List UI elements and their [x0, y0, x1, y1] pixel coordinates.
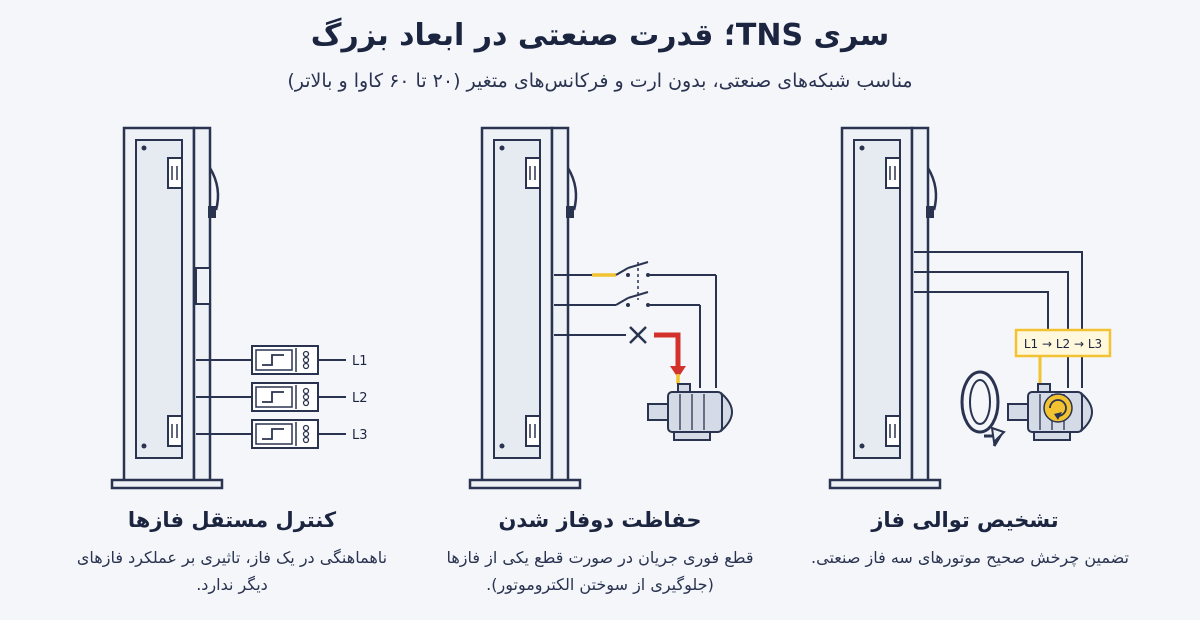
panel-title-phase-sequence: تشخیص توالی فاز [871, 508, 1059, 532]
rotation-arrow-icon [960, 370, 1006, 447]
diagram-canvas: L1 L2 L3 [110, 126, 1112, 490]
page-subtitle: مناسب شبکه‌های صنعتی، بدون ارت و فرکانس‌… [287, 70, 913, 92]
panel-right-diagram: L1 → L2 → L3 [828, 126, 1112, 490]
panel-middle-diagram [468, 126, 733, 490]
panel-title-phase-control: کنترل مستقل فازها [127, 508, 337, 532]
phase-sequence-box [1014, 328, 1112, 358]
phase-label-l2: L2 [352, 391, 368, 406]
side-box [195, 267, 211, 305]
switch-contact-2 [615, 297, 629, 306]
phase-relay-l1 [251, 345, 319, 375]
fault-arrow [654, 332, 681, 368]
phase-relay-l3 [251, 419, 319, 449]
rotation-indicator-icon [1043, 393, 1073, 423]
switch-contact-1 [615, 267, 629, 276]
phase-label-l1: L1 [352, 354, 368, 369]
page-title: سری TNS؛ قدرت صنعتی در ابعاد بزرگ [310, 18, 890, 53]
panel-desc-phase-control: ناهماهنگی در یک فاز، تاثیری بر عملکرد فا… [76, 548, 388, 594]
phase-label-l3: L3 [352, 428, 368, 443]
motor-middle [647, 383, 733, 441]
panel-title-two-phase: حفاظت دوفاز شدن [498, 508, 702, 532]
panel-left-diagram: L1 L2 L3 [110, 126, 368, 490]
phase-relay-l2 [251, 382, 319, 412]
phase-sequence-label: L1 → L2 → L3 [1024, 337, 1102, 351]
panel-desc-two-phase: قطع فوری جریان در صورت قطع یکی از فازها … [446, 548, 754, 594]
cabinet-middle [468, 126, 582, 490]
cabinet-right [828, 126, 942, 490]
panel-desc-phase-sequence: تضمین چرخش صحیح موتورهای سه فاز صنعتی. [811, 548, 1129, 567]
